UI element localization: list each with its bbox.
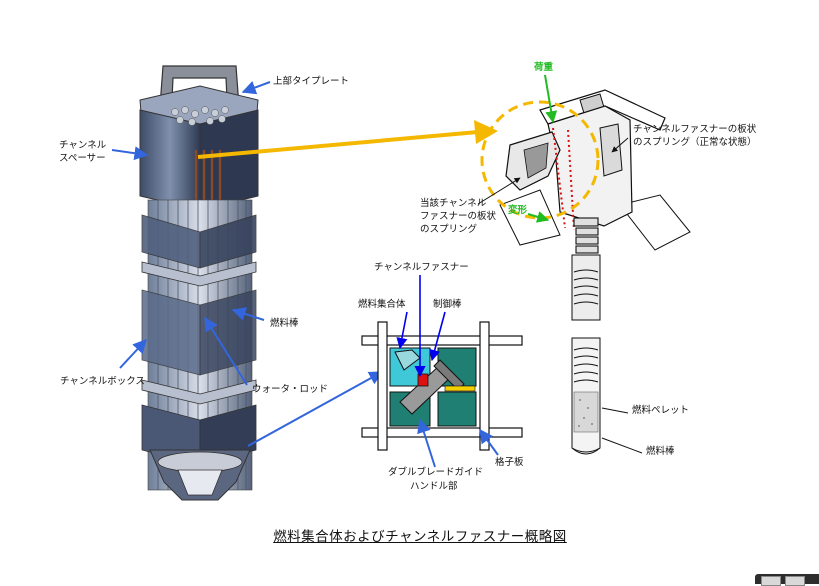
label-fuel-assembly: 燃料集合体: [358, 299, 406, 310]
label-upper-tie-plate: 上部タイプレート: [273, 76, 350, 87]
label-double-blade-line1: ダブルブレードガイド: [388, 467, 484, 478]
left-leader-lines: [111, 81, 384, 447]
highlight-circle: [480, 100, 600, 220]
middle-leader-lines: [396, 275, 499, 468]
label-deformation: 変形: [508, 205, 528, 216]
label-channel-spacer-line1: チャンネル: [59, 140, 107, 151]
load-arrows: [527, 74, 558, 223]
label-fuel-pellet: 燃料ペレット: [632, 405, 690, 416]
label-control-rod: 制御棒: [433, 299, 462, 310]
fuel-assembly-illustration: [139, 65, 259, 501]
taskbar-button-1[interactable]: [761, 576, 781, 586]
label-spring-normal-line1: チャンネルファスナーの板状: [633, 124, 757, 135]
label-grid-plate: 格子板: [495, 457, 524, 468]
label-channel-box: チャンネルボックス: [60, 376, 145, 387]
taskbar-corner: [755, 574, 819, 586]
label-spring-normal-line2: のスプリング（正常な状態）: [633, 137, 757, 148]
label-fuel-rod-right: 燃料棒: [646, 446, 675, 457]
label-spring-subject-line1: 当該チャンネル: [420, 198, 487, 209]
right-leader-lines: [477, 137, 643, 454]
label-channel-fastener: チャンネルファスナー: [374, 262, 469, 273]
label-spring-subject-line2: ファスナーの板状: [420, 211, 497, 222]
taskbar-button-2[interactable]: [785, 576, 805, 586]
label-spring-subject-line3: のスプリング: [420, 224, 478, 235]
cross-section-illustration: [361, 321, 523, 451]
figure-title: 燃料集合体およびチャンネルファスナー概略図: [273, 529, 567, 545]
label-channel-spacer-line2: スペーサー: [59, 153, 106, 164]
label-water-rod: ウォータ・ロッド: [252, 384, 329, 395]
label-load: 荷重: [534, 62, 554, 73]
label-fuel-rod-left: 燃料棒: [270, 318, 299, 329]
highlight-arrow: [197, 120, 498, 159]
label-double-blade-line2: ハンドル部: [410, 481, 458, 492]
